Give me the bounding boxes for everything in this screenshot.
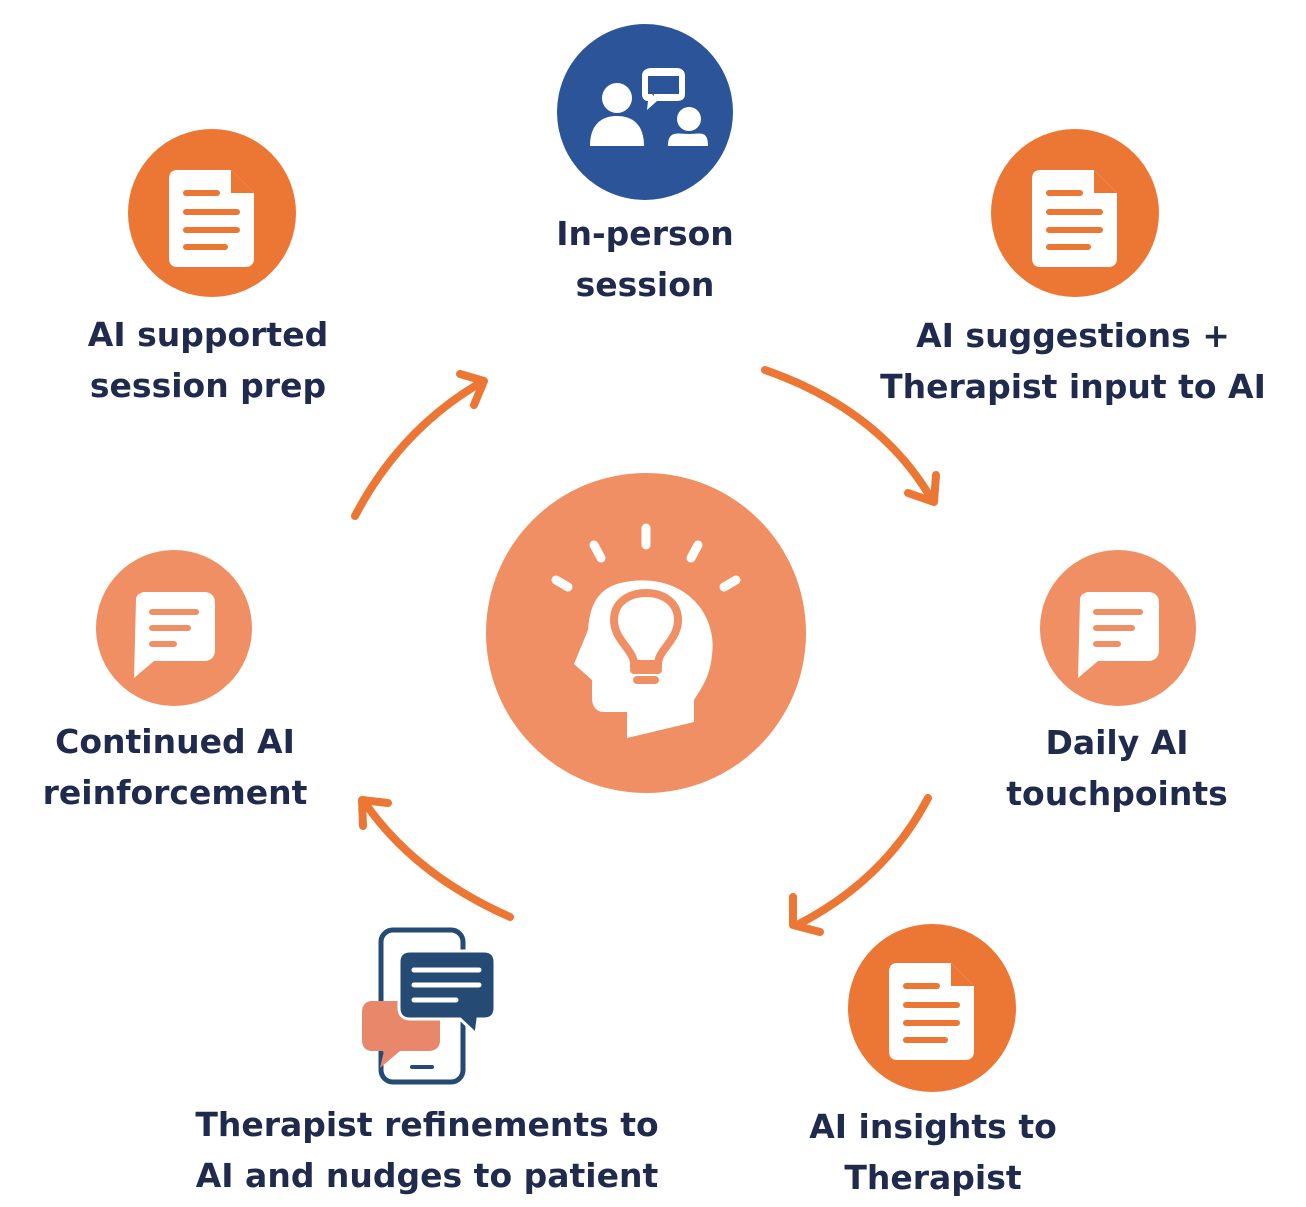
label-ai-insights: AI insights to Therapist xyxy=(809,1101,1057,1203)
phone-chat-icon xyxy=(362,927,497,1085)
label-therapist-refinements: Therapist refinements to AI and nudges t… xyxy=(195,1099,658,1201)
label-line: AI and nudges to patient xyxy=(195,1156,659,1195)
label-line: Daily AI xyxy=(1045,723,1189,762)
node-in-person xyxy=(557,24,733,200)
arrow-prep-to-session xyxy=(351,379,484,520)
label-line: AI suggestions + xyxy=(916,316,1230,355)
label-line: AI insights to xyxy=(809,1107,1057,1146)
document-icon xyxy=(1032,170,1117,267)
cycle-arrows xyxy=(351,366,936,929)
label-line: touchpoints xyxy=(1006,774,1228,813)
label-line: session prep xyxy=(89,366,327,405)
node-ai-insights xyxy=(848,924,1016,1092)
node-therapist-refinements xyxy=(362,927,497,1085)
arrow-session-to-suggestions xyxy=(761,366,936,504)
chat-bubble-icon xyxy=(134,592,215,678)
node-daily-touchpoints xyxy=(1040,550,1196,706)
label-line: Continued AI xyxy=(55,722,295,761)
label-line: Therapist input to AI xyxy=(880,367,1266,406)
chat-bubble-icon xyxy=(1078,592,1159,678)
node-ai-suggestions xyxy=(991,129,1159,297)
document-icon xyxy=(889,963,974,1060)
arrowhead-2 xyxy=(904,471,940,506)
label-session-prep: AI supported session prep xyxy=(88,309,328,411)
arrowhead-1 xyxy=(456,370,488,409)
label-line: AI supported xyxy=(87,315,329,354)
label-line: Therapist xyxy=(844,1158,1022,1197)
people-chat-icon xyxy=(590,68,708,146)
head-lightbulb-icon xyxy=(551,523,741,738)
node-continued-reinforcement xyxy=(96,550,252,706)
label-daily-touchpoints: Daily AI touchpoints xyxy=(1006,717,1228,819)
label-line: reinforcement xyxy=(42,773,308,812)
label-continued-reinforcement: Continued AI reinforcement xyxy=(43,716,308,818)
document-icon xyxy=(169,170,254,267)
arrowhead-3 xyxy=(789,893,824,936)
arrow-touchpoints-to-insights xyxy=(793,794,932,929)
label-ai-suggestions: AI suggestions + Therapist input to AI xyxy=(880,310,1266,412)
center-node xyxy=(486,473,806,793)
label-in-person: In-person session xyxy=(556,208,734,310)
label-line: In-person xyxy=(556,214,734,253)
label-line: session xyxy=(575,265,715,304)
label-line: Therapist refinements to xyxy=(195,1105,659,1144)
arrow-refinements-to-reinforcement xyxy=(361,799,514,921)
arrowhead-4 xyxy=(358,796,392,830)
arrow-heads xyxy=(358,370,940,936)
node-session-prep xyxy=(128,129,296,297)
